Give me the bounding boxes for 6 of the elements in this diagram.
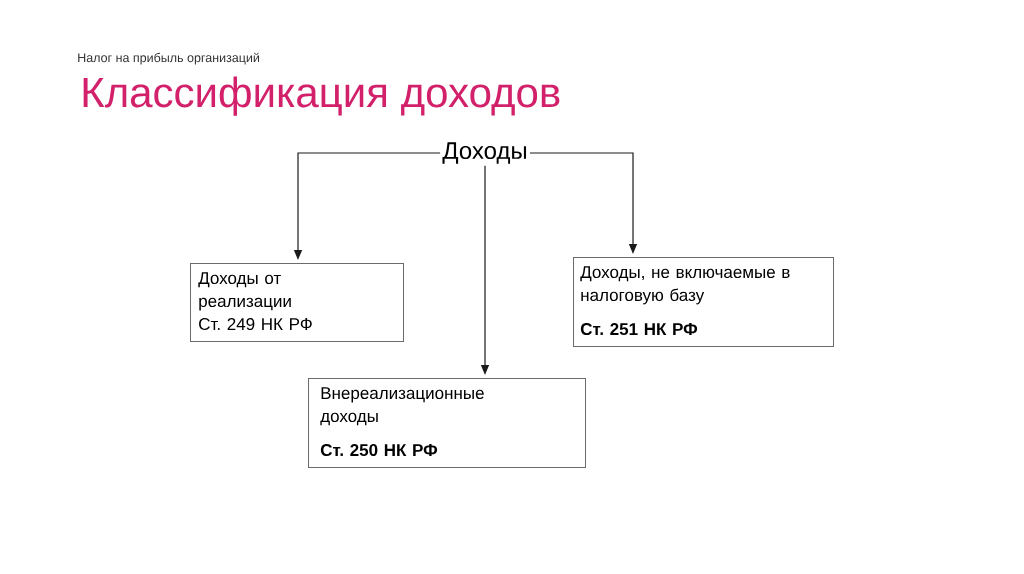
title: Классификация доходов: [83, 76, 560, 116]
text-box: Доходы, не включаемые в налоговую базу Ст. 251 НК РФ: [573, 257, 834, 347]
text-box: Доходы от реализации Ст. 249 НК РФ: [190, 263, 404, 342]
category-label: Доходы: [442, 142, 527, 164]
text-box: Внереализационные доходы Ст. 250 НК РФ: [308, 378, 586, 468]
section-heading: Налог на прибыль организаций: [78, 52, 259, 65]
